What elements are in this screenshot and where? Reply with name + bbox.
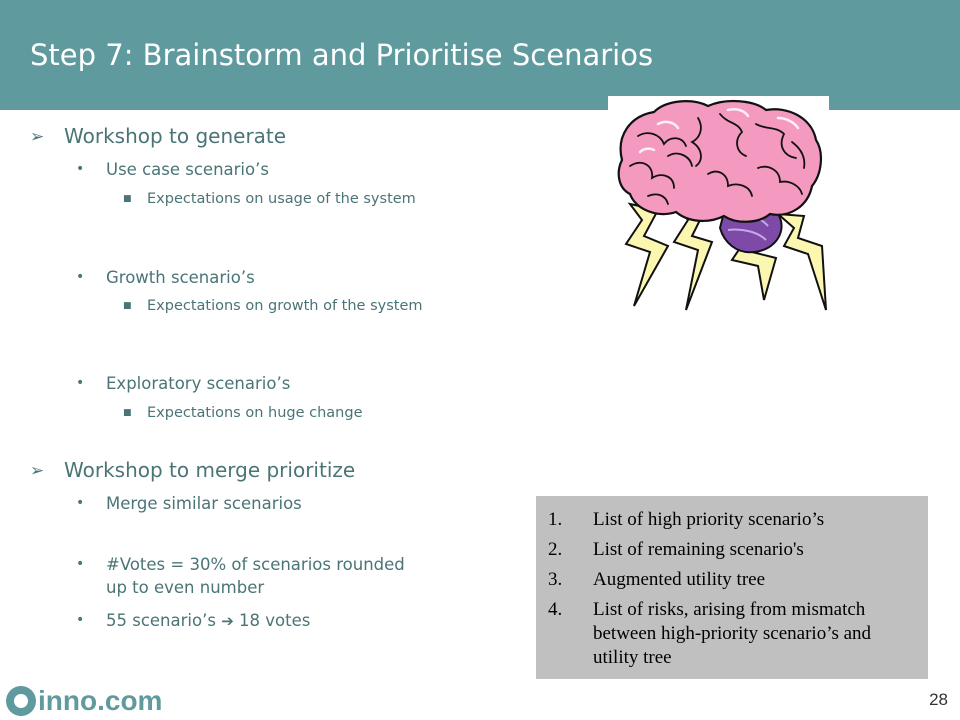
output-item: 2. List of remaining scenario's [548, 538, 914, 562]
bullet-text: Expectations on growth of the system [147, 298, 423, 314]
brainstorm-image [608, 96, 829, 318]
page-number: 28 [929, 690, 948, 709]
bullet-scenario-votes: • 55 scenario’s ➔ 18 votes [76, 609, 456, 633]
bullet-growth: • Growth scenario’s [76, 266, 456, 289]
output-text: Augmented utility tree [593, 569, 766, 590]
output-number: 3. [548, 569, 563, 590]
bullet-text-before-arrow: 55 scenario’s [106, 611, 216, 630]
square-bullet-icon: ■ [123, 301, 132, 311]
output-item: 4. List of risks, arising from mismatch … [548, 598, 914, 670]
bullet-text: Use case scenario’s [106, 160, 269, 179]
slide-title: Step 7: Brainstorm and Prioritise Scenar… [30, 38, 654, 72]
bullet-text: Workshop to generate [64, 124, 287, 148]
sub-bullet-usage: ■ Expectations on usage of the system [123, 188, 443, 210]
output-number: 4. [548, 599, 563, 620]
dot-bullet-icon: • [76, 161, 85, 177]
bullet-text: Expectations on huge change [147, 405, 363, 421]
dot-bullet-icon: • [76, 495, 85, 511]
bullet-text: Merge similar scenarios [106, 494, 302, 513]
bullet-exploratory: • Exploratory scenario’s [76, 372, 456, 395]
output-item: 3. Augmented utility tree [548, 568, 914, 592]
bullet-text-after-arrow: 18 votes [239, 611, 311, 630]
bullet-workshop-generate: ➢ Workshop to generate [30, 124, 286, 148]
bullet-text: Expectations on usage of the system [147, 191, 416, 207]
logo-text: inno.com [38, 685, 163, 716]
dot-bullet-icon: • [76, 375, 85, 391]
bullet-votes: • #Votes = 30% of scenarios rounded up t… [76, 553, 416, 599]
bullet-text-group: 55 scenario’s ➔ 18 votes [106, 609, 456, 633]
inno-logo-mark-icon [6, 686, 36, 716]
arrowhead-bullet-icon: ➢ [30, 127, 45, 147]
sub-bullet-growth: ■ Expectations on growth of the system [123, 295, 443, 317]
output-number: 2. [548, 539, 563, 560]
bullet-text: Growth scenario’s [106, 268, 255, 287]
brainstorm-brain-lightning-icon [617, 100, 827, 311]
company-logo: inno.com [6, 684, 162, 718]
bullet-workshop-merge: ➢ Workshop to merge prioritize [30, 458, 355, 482]
sub-bullet-huge-change: ■ Expectations on huge change [123, 402, 443, 424]
output-text: List of high priority scenario’s [593, 509, 825, 530]
title-bar: Step 7: Brainstorm and Prioritise Scenar… [0, 0, 960, 110]
arrowhead-bullet-icon: ➢ [30, 461, 45, 481]
output-item: 1. List of high priority scenario’s [548, 508, 914, 532]
bullet-use-case: • Use case scenario’s [76, 158, 456, 181]
output-text: List of risks, arising from mismatch bet… [593, 599, 872, 668]
outputs-box: 1. List of high priority scenario’s 2. L… [536, 496, 928, 679]
dot-bullet-icon: • [76, 269, 85, 285]
bullet-text: Workshop to merge prioritize [64, 458, 356, 482]
bullet-merge-similar: • Merge similar scenarios [76, 492, 456, 515]
bold-right-arrow-icon: ➔ [221, 612, 234, 630]
output-number: 1. [548, 509, 563, 530]
dot-bullet-icon: • [76, 556, 85, 572]
bullet-text: Exploratory scenario’s [106, 374, 291, 393]
output-text: List of remaining scenario's [593, 539, 804, 560]
square-bullet-icon: ■ [123, 408, 132, 418]
bullet-text: #Votes = 30% of scenarios rounded up to … [106, 555, 405, 597]
square-bullet-icon: ■ [123, 194, 132, 204]
bullet-list: ➢ Workshop to generate • Use case scenari… [30, 124, 456, 633]
dot-bullet-icon: • [76, 612, 85, 628]
